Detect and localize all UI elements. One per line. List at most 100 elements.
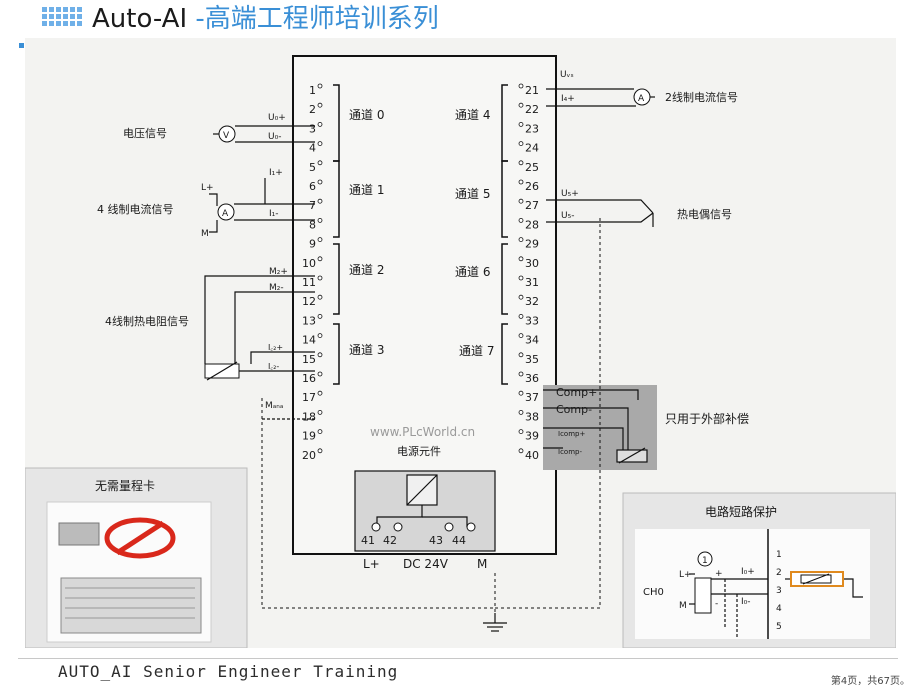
left-terminal-2: 2 bbox=[309, 103, 316, 116]
right-terminal-29: 29 bbox=[525, 238, 539, 251]
ammeter-left-letter: A bbox=[222, 209, 229, 219]
inset-i0-minus: I₀- bbox=[741, 597, 751, 607]
left-terminal-6: 6 bbox=[309, 180, 316, 193]
inset-protection-title: 电路短路保护 bbox=[705, 504, 777, 519]
footer-rule bbox=[18, 658, 898, 659]
inset-ch0-label: CH0 bbox=[643, 587, 664, 598]
watermark-text: www.PLcWorld.cn bbox=[370, 425, 475, 439]
slide-header: Auto-AI -高端工程师培训系列 bbox=[0, 0, 920, 38]
right-terminal-22: 22 bbox=[525, 103, 539, 116]
bullet-marker bbox=[19, 43, 24, 48]
right-terminal-dot-37 bbox=[518, 390, 524, 396]
no-card-slash-icon bbox=[115, 520, 165, 556]
left-terminal-10: 10 bbox=[302, 257, 316, 270]
left-terminal-dot-12 bbox=[317, 294, 323, 300]
right-terminal-dot-26 bbox=[518, 179, 524, 185]
pin-u5-plus: U₅+ bbox=[561, 189, 579, 199]
right-terminal-dot-35 bbox=[518, 352, 524, 358]
left-terminal-12: 12 bbox=[302, 295, 316, 308]
channel-3-label: 通道 3 bbox=[349, 343, 384, 357]
footer-page-number: 第4页，共67页。 bbox=[830, 676, 910, 687]
left-terminal-dot-6 bbox=[317, 179, 323, 185]
pin-u0-minus: U₀- bbox=[268, 132, 281, 142]
channel-5-label: 通道 5 bbox=[455, 187, 490, 201]
pin-m2-plus: M₂+ bbox=[269, 267, 288, 277]
power-terminals bbox=[371, 522, 476, 532]
voltmeter-letter: V bbox=[223, 131, 230, 141]
right-terminal-38: 38 bbox=[525, 410, 539, 423]
right-terminal-dot-38 bbox=[518, 409, 524, 415]
right-terminal-25: 25 bbox=[525, 161, 539, 174]
inset-terminal-3: 3 bbox=[776, 586, 782, 596]
icomp-plus-label: Icomp+ bbox=[558, 430, 585, 438]
left-channel-braces bbox=[333, 84, 340, 385]
right-terminal-dot-27 bbox=[518, 198, 524, 204]
right-terminal-21: 21 bbox=[525, 84, 539, 97]
current-m: M bbox=[201, 229, 209, 239]
inset-ptc-icon bbox=[800, 574, 832, 584]
left-terminal-dot-13 bbox=[317, 313, 323, 319]
pin-u5-minus: U₅- bbox=[561, 211, 574, 221]
voltage-signal-label: 电压信号 bbox=[123, 127, 167, 140]
pin-ic2-plus: I꜀₂+ bbox=[268, 343, 283, 352]
left-terminal-dot-1 bbox=[317, 83, 323, 89]
left-terminal-20: 20 bbox=[302, 449, 316, 462]
inset-terminal-4: 4 bbox=[776, 604, 782, 614]
slide-title: Auto-AI -高端工程师培训系列 bbox=[92, 2, 439, 36]
power-terminal-43: 43 bbox=[429, 534, 443, 547]
left-terminal-dot-10 bbox=[317, 256, 323, 262]
voltage-wires bbox=[213, 125, 315, 143]
icomp-minus-label: Icomp- bbox=[558, 448, 582, 456]
pin-m2-minus: M₂- bbox=[269, 283, 284, 293]
right-terminal-35: 35 bbox=[525, 353, 539, 366]
right-terminal-dot-40 bbox=[518, 448, 524, 454]
left-terminal-8: 8 bbox=[309, 218, 316, 231]
pin-uvs: Uᵥₛ bbox=[560, 70, 574, 80]
left-terminal-dot-3 bbox=[317, 122, 323, 127]
left-terminal-dot-16 bbox=[317, 371, 323, 377]
right-terminal-28: 28 bbox=[525, 218, 539, 231]
right-terminal-dot-28 bbox=[518, 217, 524, 223]
right-terminal-dot-33 bbox=[518, 313, 524, 319]
right-terminal-dot-31 bbox=[518, 275, 524, 281]
power-dc-label: DC 24V bbox=[403, 557, 449, 571]
channel-0-label: 通道 0 bbox=[349, 108, 384, 122]
right-terminal-dot-24 bbox=[518, 141, 524, 146]
right-terminal-dot-32 bbox=[518, 294, 524, 300]
right-terminal-dot-23 bbox=[518, 122, 524, 127]
rtd-diagonal bbox=[206, 361, 238, 381]
current-2wire-label: 2线制电流信号 bbox=[665, 90, 738, 104]
left-terminal-17: 17 bbox=[302, 391, 316, 404]
right-terminal-27: 27 bbox=[525, 199, 539, 212]
left-terminal-dot-9 bbox=[317, 237, 323, 243]
title-chinese: 高端工程师培训系列 bbox=[204, 4, 439, 34]
channel-7-label: 通道 7 bbox=[459, 344, 494, 358]
inset-lplus: L+ bbox=[679, 570, 692, 580]
power-lplus: L+ bbox=[363, 557, 380, 571]
left-terminal-14: 14 bbox=[302, 334, 316, 347]
left-terminal-9: 9 bbox=[309, 238, 316, 251]
right-terminal-dot-34 bbox=[518, 333, 524, 339]
left-terminal-dot-7 bbox=[317, 198, 323, 204]
right-channel-braces bbox=[501, 84, 508, 385]
left-terminal-18: 18 bbox=[302, 410, 316, 423]
left-terminal-dot-20 bbox=[317, 448, 323, 454]
pin-i4-plus: I₄+ bbox=[561, 94, 575, 104]
power-terminal-44: 44 bbox=[452, 534, 466, 547]
power-wires bbox=[376, 505, 468, 527]
right-terminal-36: 36 bbox=[525, 372, 539, 385]
pin-ic2-minus: I꜀₂- bbox=[268, 362, 279, 371]
left-terminal-3: 3 bbox=[309, 122, 316, 135]
left-terminal-dot-17 bbox=[317, 390, 323, 396]
channel-4-label: 通道 4 bbox=[455, 108, 490, 122]
right-terminal-37: 37 bbox=[525, 391, 539, 404]
right-terminal-24: 24 bbox=[525, 142, 539, 155]
right-terminal-31: 31 bbox=[525, 276, 539, 289]
rtd-4wire-label: 4线制热电阻信号 bbox=[105, 314, 189, 328]
inset-wires bbox=[689, 573, 863, 639]
left-terminal-dot-2 bbox=[317, 102, 323, 108]
right-terminal-dot-29 bbox=[518, 237, 524, 243]
